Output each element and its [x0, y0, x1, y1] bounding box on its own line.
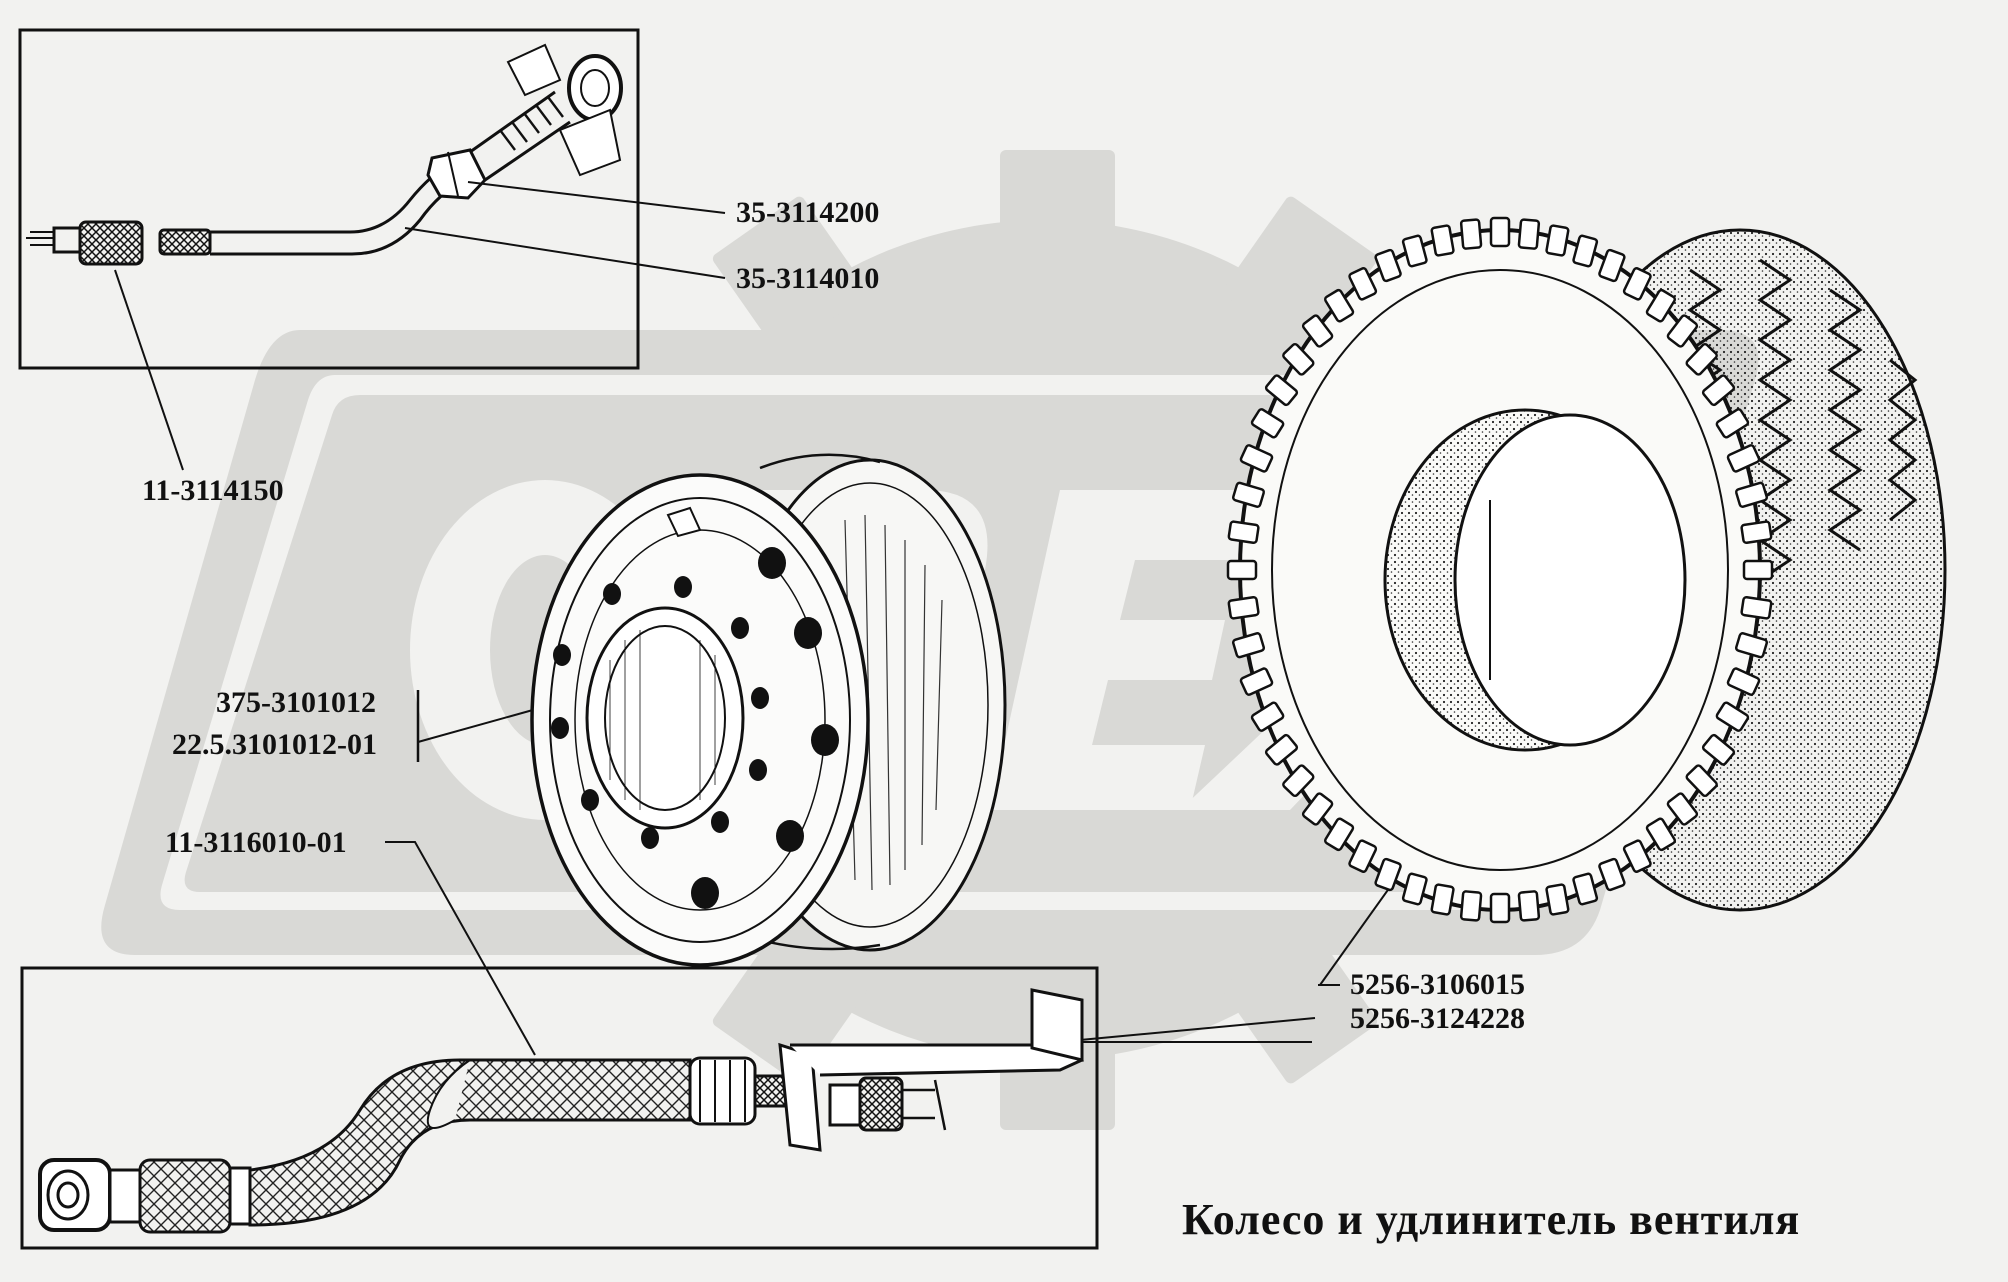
- diagram-title: Колесо и удлинитель вентиля: [1182, 1195, 1801, 1244]
- tread-lug: [1685, 342, 1718, 376]
- tread-lug: [1227, 596, 1260, 620]
- leader-35-3114200: [467, 181, 726, 214]
- tread-lug: [1734, 632, 1769, 659]
- tread-lug: [1572, 234, 1599, 268]
- label-22-5-3101012-01: 22.5.3101012-01: [172, 728, 377, 761]
- hose-drawing: [38, 988, 1084, 1234]
- leader-11-3114150: [114, 269, 184, 471]
- bolt-holes: [551, 547, 839, 909]
- tread-lug: [1239, 667, 1274, 696]
- wheel-rim-drawing: [530, 453, 1007, 967]
- tread-lug: [1348, 267, 1378, 301]
- tread-lug: [1324, 817, 1355, 852]
- inset-valve-frame: [18, 28, 640, 370]
- tread-lug: [1645, 817, 1676, 852]
- tread-lug: [1401, 234, 1428, 268]
- tread-lug: [1517, 890, 1541, 922]
- tread-lug: [1545, 224, 1570, 257]
- tread-lug: [1734, 481, 1769, 508]
- tread-lug: [1572, 872, 1599, 906]
- tread-lug: [1715, 701, 1750, 732]
- tire-drawing: [1226, 216, 1947, 924]
- tread-lug: [1666, 792, 1699, 826]
- tread-lug: [1622, 267, 1652, 301]
- tread-lug: [1545, 883, 1570, 916]
- tread-lug: [1701, 374, 1736, 407]
- tread-lug: [1301, 792, 1334, 826]
- tread-lug: [1301, 314, 1334, 348]
- tread-lug: [1598, 248, 1626, 283]
- tread-lug: [1250, 408, 1285, 439]
- label-35-3114200: 35-3114200: [736, 196, 880, 229]
- label-11-3114150: 11-3114150: [142, 474, 284, 507]
- tread-lug: [1430, 883, 1455, 916]
- tread-lug: [1701, 733, 1736, 766]
- leader-lines: [114, 181, 1396, 1056]
- tread-lug: [1517, 218, 1541, 250]
- tread-lug: [1489, 892, 1511, 924]
- leader-35-3114010: [404, 227, 726, 279]
- label-375-3101012: 375-3101012: [216, 686, 376, 719]
- tread-lug: [1459, 218, 1483, 250]
- tread-lug: [1231, 632, 1266, 659]
- tread-lug: [1282, 342, 1315, 376]
- tread-lug: [1401, 872, 1428, 906]
- tread-lug: [1742, 559, 1774, 581]
- tread-lug: [1645, 288, 1676, 323]
- tread-lug: [1226, 559, 1258, 581]
- tread-lug: [1282, 764, 1315, 798]
- tread-lug: [1348, 839, 1378, 873]
- label-5256-3106015: 5256-3106015: [1350, 968, 1525, 1001]
- leader-375-3101012: [417, 707, 541, 743]
- tread-lug: [1374, 857, 1402, 892]
- tread-lug: [1685, 764, 1718, 798]
- label-11-3116010-01: 11-3116010-01: [165, 826, 347, 859]
- tread-lug: [1324, 288, 1355, 323]
- tread-lug: [1250, 701, 1285, 732]
- tread-lug: [1264, 733, 1299, 766]
- tread-lug: [1231, 481, 1266, 508]
- tread-lug: [1227, 520, 1260, 544]
- label-35-3114010: 35-3114010: [736, 262, 880, 295]
- tread-lug: [1740, 596, 1773, 620]
- tread-lug: [1740, 520, 1773, 544]
- inset-hose-frame: [20, 966, 1099, 1250]
- tread-lug: [1726, 444, 1761, 473]
- tread-lug: [1459, 890, 1483, 922]
- leader-11-3116010-01: [385, 841, 536, 1056]
- leader-5256-3106015: [1319, 879, 1396, 986]
- leader-5256-3124228: [1079, 1017, 1316, 1041]
- tread-lug: [1715, 408, 1750, 439]
- tread-lug: [1430, 224, 1455, 257]
- tread-lug: [1264, 374, 1299, 407]
- tire-tread-lugs: [1226, 216, 1774, 924]
- tread-lug: [1726, 667, 1761, 696]
- valve-stem-drawing: [26, 43, 623, 266]
- tread-lug: [1598, 857, 1626, 892]
- tread-lug: [1489, 216, 1511, 248]
- tread-lug: [1666, 314, 1699, 348]
- tread-lug: [1374, 248, 1402, 283]
- tread-lug: [1239, 444, 1274, 473]
- label-5256-3124228: 5256-3124228: [1350, 1002, 1525, 1035]
- tread-lug: [1622, 839, 1652, 873]
